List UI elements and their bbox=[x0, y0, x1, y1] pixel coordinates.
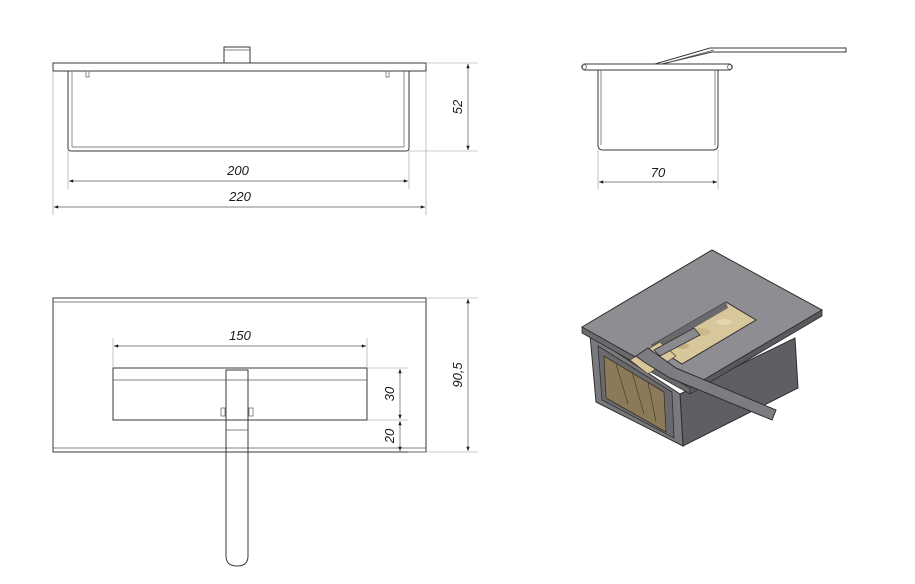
dim-top-offset: 20 bbox=[382, 428, 397, 444]
front-handle-stub bbox=[223, 46, 251, 64]
side-view: 70 bbox=[581, 47, 847, 190]
top-outer-plate bbox=[52, 297, 427, 453]
dim-top-depth: 90,5 bbox=[450, 362, 465, 388]
dim-top-slot-length: 150 bbox=[229, 328, 251, 343]
dim-side-width: 70 bbox=[651, 165, 666, 180]
dim-front-height: 52 bbox=[450, 99, 465, 114]
dim-front-inner-width: 200 bbox=[226, 163, 249, 178]
front-view: 52 200 220 bbox=[52, 46, 478, 215]
front-top-plate bbox=[52, 62, 427, 72]
isometric-view bbox=[581, 249, 824, 447]
top-handle bbox=[225, 369, 249, 567]
side-lever-handle bbox=[654, 47, 847, 65]
top-view: 150 30 20 90,5 bbox=[52, 297, 478, 567]
side-box-body bbox=[597, 70, 719, 151]
front-box-body bbox=[67, 71, 410, 152]
side-top-plate bbox=[581, 63, 733, 71]
top-slot bbox=[112, 367, 368, 421]
dim-top-slot-width: 30 bbox=[382, 386, 397, 401]
dim-front-outer-width: 220 bbox=[228, 189, 251, 204]
iso-lever bbox=[635, 347, 777, 421]
